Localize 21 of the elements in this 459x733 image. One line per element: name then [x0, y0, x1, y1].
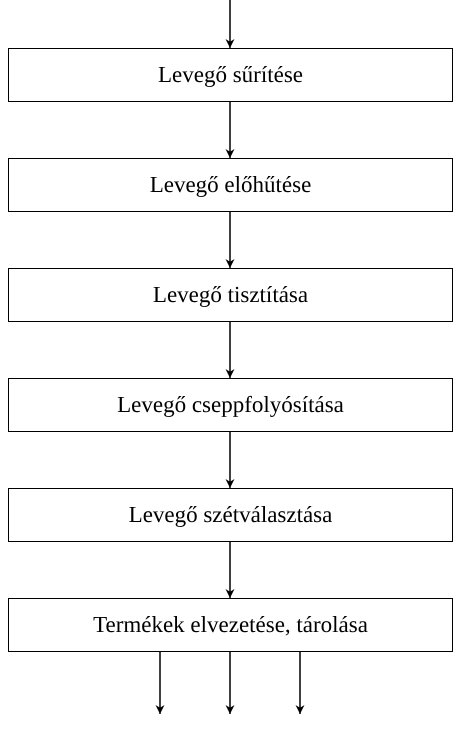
- arrow: [226, 542, 234, 598]
- step-label: Levegő sűrítése: [158, 62, 303, 88]
- step-label: Levegő tisztítása: [152, 282, 308, 308]
- arrow: [296, 652, 304, 714]
- arrow: [226, 322, 234, 378]
- arrow: [226, 212, 234, 268]
- arrow: [226, 432, 234, 488]
- arrow: [226, 652, 234, 714]
- step-label: Termékek elvezetése, tárolása: [93, 612, 368, 638]
- process-box: [8, 268, 453, 322]
- process-box: [8, 488, 453, 542]
- process-box: [8, 48, 453, 102]
- arrow: [226, 102, 234, 158]
- process-box: [8, 158, 453, 212]
- step-label: Levegő szétválasztása: [128, 502, 332, 528]
- arrow: [226, 0, 234, 48]
- arrow: [156, 652, 164, 714]
- process-box: [8, 598, 453, 652]
- process-box: [8, 378, 453, 432]
- step-label: Levegő cseppfolyósítása: [117, 392, 344, 418]
- step-label: Levegő előhűtése: [150, 172, 312, 198]
